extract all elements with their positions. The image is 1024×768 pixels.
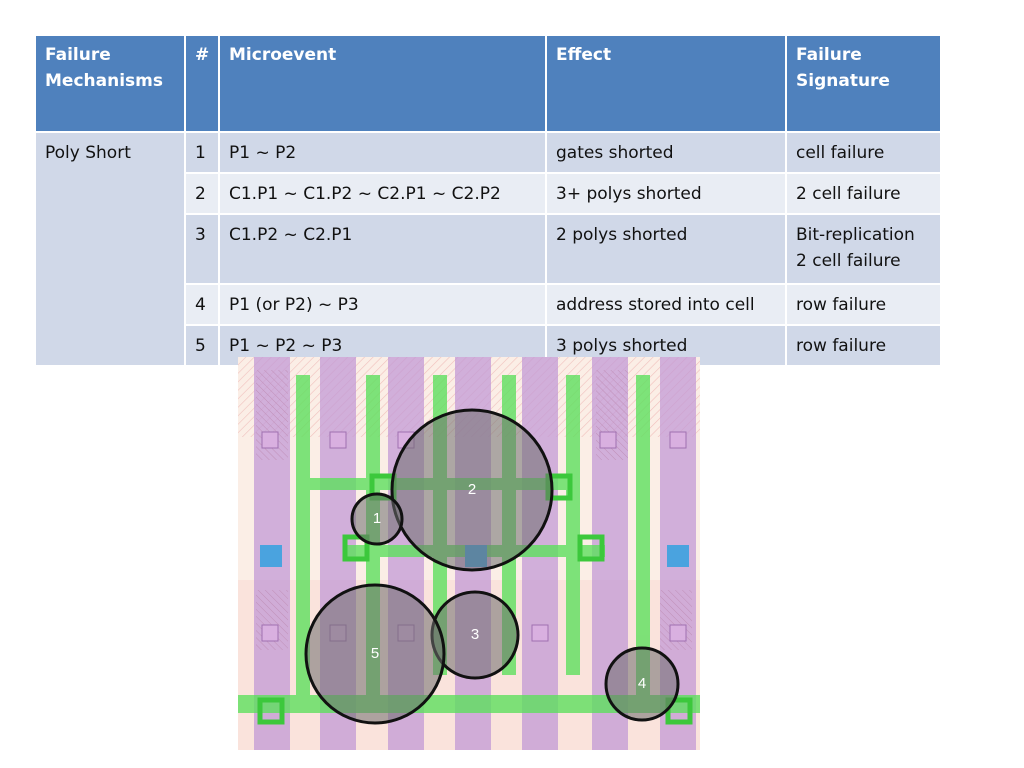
diffusion-contact bbox=[329, 431, 347, 449]
defect-circle-5 bbox=[304, 583, 446, 725]
row-signature: cell failure bbox=[785, 131, 942, 174]
mechanism-cell: Poly Short bbox=[34, 131, 186, 367]
poly-line bbox=[566, 375, 580, 675]
poly-line bbox=[636, 375, 650, 705]
defect-label-3: 3 bbox=[470, 626, 480, 643]
layout-svg bbox=[238, 357, 700, 750]
diffusion-contact bbox=[261, 624, 279, 642]
defect-label-5: 5 bbox=[370, 645, 380, 662]
defect-label-4: 4 bbox=[637, 675, 647, 692]
table-row: 4 P1 (or P2) ~ P3 address stored into ce… bbox=[35, 283, 942, 326]
diffusion-contact bbox=[669, 624, 687, 642]
header-failure-mechanisms: Failure Mechanisms bbox=[34, 34, 186, 133]
defect-circle-2 bbox=[390, 408, 554, 572]
row-microevent: P1 (or P2) ~ P3 bbox=[218, 283, 547, 326]
table-row: 2 C1.P1 ~ C1.P2 ~ C2.P1 ~ C2.P2 3+ polys… bbox=[35, 172, 942, 215]
layout-diagram: 1 2 3 4 5 bbox=[238, 357, 700, 750]
row-effect: gates shorted bbox=[545, 131, 787, 174]
header-failure-signature: Failure Signature bbox=[785, 34, 942, 133]
row-number: 2 bbox=[184, 172, 220, 215]
header-microevent: Microevent bbox=[218, 34, 547, 133]
row-effect: 3+ polys shorted bbox=[545, 172, 787, 215]
table-row: 3 C1.P2 ~ C2.P1 2 polys shorted Bit-repl… bbox=[35, 213, 942, 285]
row-microevent: C1.P2 ~ C2.P1 bbox=[218, 213, 547, 285]
metal-contact bbox=[667, 545, 689, 567]
row-number: 1 bbox=[184, 131, 220, 174]
table-header-row: Failure Mechanisms # Microevent Effect F… bbox=[34, 34, 942, 133]
row-effect: 2 polys shorted bbox=[545, 213, 787, 285]
row-number: 5 bbox=[184, 324, 220, 367]
header-number: # bbox=[184, 34, 220, 133]
poly-contact bbox=[577, 534, 605, 562]
header-effect: Effect bbox=[545, 34, 787, 133]
row-signature: Bit-replication 2 cell failure bbox=[785, 213, 942, 285]
defect-circle-1 bbox=[350, 492, 404, 546]
defect-label-1: 1 bbox=[372, 510, 382, 527]
defect-circle-4 bbox=[604, 646, 680, 722]
row-number: 4 bbox=[184, 283, 220, 326]
diffusion-contact bbox=[599, 431, 617, 449]
failure-table: Failure Mechanisms # Microevent Effect F… bbox=[34, 34, 942, 367]
row-number: 3 bbox=[184, 213, 220, 285]
row-microevent: P1 ~ P2 bbox=[218, 131, 547, 174]
metal-contact bbox=[260, 545, 282, 567]
row-effect: address stored into cell bbox=[545, 283, 787, 326]
defect-label-2: 2 bbox=[467, 481, 477, 498]
row-signature: 2 cell failure bbox=[785, 172, 942, 215]
diffusion-contact bbox=[261, 431, 279, 449]
table-row: Poly Short 1 P1 ~ P2 gates shorted cell … bbox=[34, 131, 942, 367]
diffusion-contact bbox=[669, 431, 687, 449]
poly-contact bbox=[342, 534, 370, 562]
defect-circles bbox=[304, 408, 680, 725]
diffusion-contact bbox=[531, 624, 549, 642]
row-signature: row failure bbox=[785, 283, 942, 326]
poly-line bbox=[296, 375, 310, 705]
poly-contact bbox=[257, 697, 285, 725]
row-signature: row failure bbox=[785, 324, 942, 367]
row-microevent: C1.P1 ~ C1.P2 ~ C2.P1 ~ C2.P2 bbox=[218, 172, 547, 215]
